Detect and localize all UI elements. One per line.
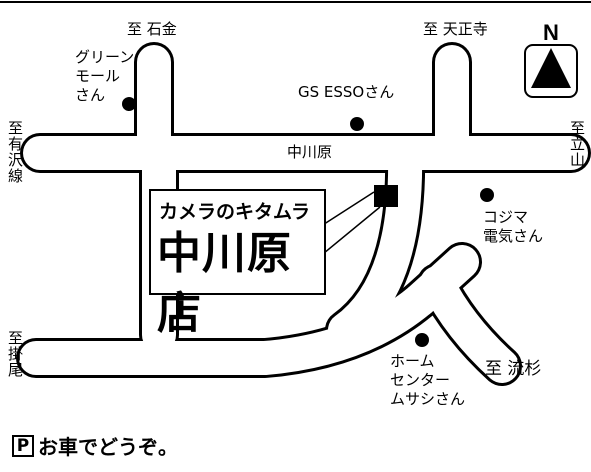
- road-label-kakeo: 至掛尾: [6, 330, 24, 378]
- roads: [16, 42, 591, 386]
- esso-label: GS ESSOさん: [298, 83, 395, 101]
- green-mall-label: グリーン モール さん: [75, 48, 135, 104]
- esso-marker: [350, 117, 364, 131]
- kojima-label: コジマ 電気さん: [483, 208, 544, 245]
- shop-callout: カメラのキタムラ 中川原店: [149, 189, 326, 339]
- road-label-nagaresugi: 至 流杉: [485, 359, 542, 379]
- parking-icon: P: [12, 434, 34, 457]
- parking-note: P お車でどうぞ。: [12, 431, 178, 460]
- green-mall-marker: [122, 97, 136, 111]
- compass: N: [524, 20, 578, 98]
- kojima-marker: [480, 188, 494, 202]
- shop-name: 中川原店: [157, 228, 292, 339]
- home-center-label: ホーム センター ムサシさん: [390, 352, 466, 408]
- parking-text: お車でどうぞ。: [38, 435, 178, 459]
- intersection-label: 中川原: [287, 143, 333, 161]
- road-label-arisawa-line: 至有沢線: [6, 120, 24, 184]
- shop-location-marker: [374, 185, 398, 207]
- home-center-marker: [415, 333, 429, 347]
- north-arrow-icon: [531, 48, 571, 88]
- callout-line-top: [317, 191, 375, 229]
- callout-line-bottom: [317, 206, 381, 259]
- road-label-ishigane: 至 石金: [127, 20, 177, 38]
- road-label-tenshoji: 至 天正寺: [423, 20, 488, 38]
- road-label-tateyama: 至立山: [568, 120, 586, 168]
- compass-label: N: [543, 20, 559, 45]
- shop-brand: カメラのキタムラ: [159, 201, 311, 223]
